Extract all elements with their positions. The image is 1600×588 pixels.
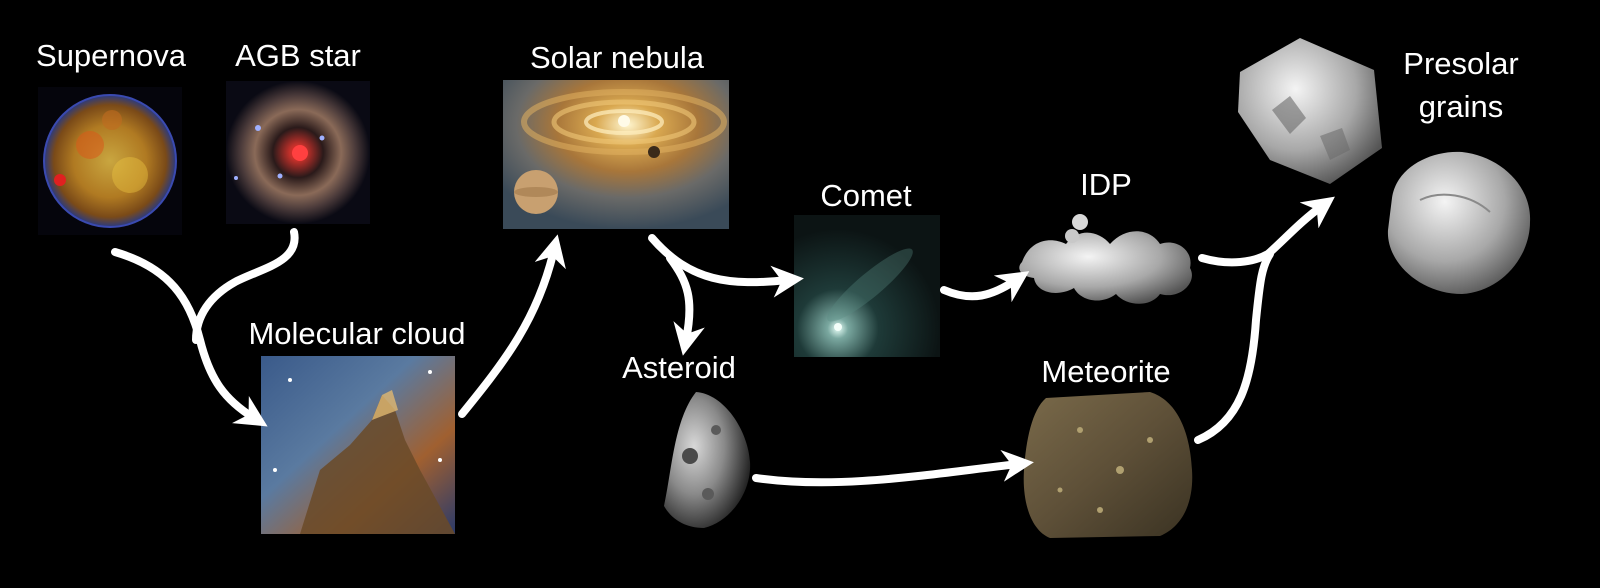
label-meteorite: Meteorite: [1041, 354, 1170, 389]
arrow-comet-to-idp: [940, 271, 1030, 303]
arrow-solar-nebula-to-asteroid: [666, 254, 705, 356]
idp-image: [1019, 214, 1192, 304]
arrow-agb-star-to-molecular-cloud: [192, 228, 299, 344]
supernova-image: [38, 87, 182, 235]
label-presolar-line2: grains: [1419, 89, 1503, 124]
label-asteroid: Asteroid: [622, 350, 736, 385]
label-solar-nebula: Solar nebula: [530, 40, 705, 75]
agb-star-image: [226, 81, 370, 224]
solar-nebula-image: [503, 80, 729, 229]
comet-image: [794, 215, 940, 357]
presolar-grain-round-image: [1387, 151, 1531, 294]
arrow-supernova-to-molecular-cloud: [111, 248, 268, 427]
arrow-solar-nebula-to-comet: [648, 234, 804, 298]
label-molecular-cloud: Molecular cloud: [248, 316, 465, 351]
asteroid-image: [664, 392, 751, 528]
arrow-idp-to-presolar-grains: [1198, 196, 1335, 267]
label-presolar-line1: Presolar: [1403, 46, 1518, 81]
label-agb-star: AGB star: [235, 38, 361, 73]
presolar-grain-hex-image: [1238, 38, 1382, 184]
molecular-cloud-image: [261, 356, 455, 534]
arrow-molecular-cloud-to-solar-nebula: [458, 234, 566, 418]
meteorite-image: [1023, 392, 1193, 538]
label-comet: Comet: [820, 178, 912, 213]
arrow-asteroid-to-meteorite: [752, 449, 1034, 487]
label-supernova: Supernova: [36, 38, 187, 73]
arrow-meteorite-to-presolar-grains: [1194, 250, 1274, 444]
label-idp: IDP: [1080, 167, 1132, 202]
